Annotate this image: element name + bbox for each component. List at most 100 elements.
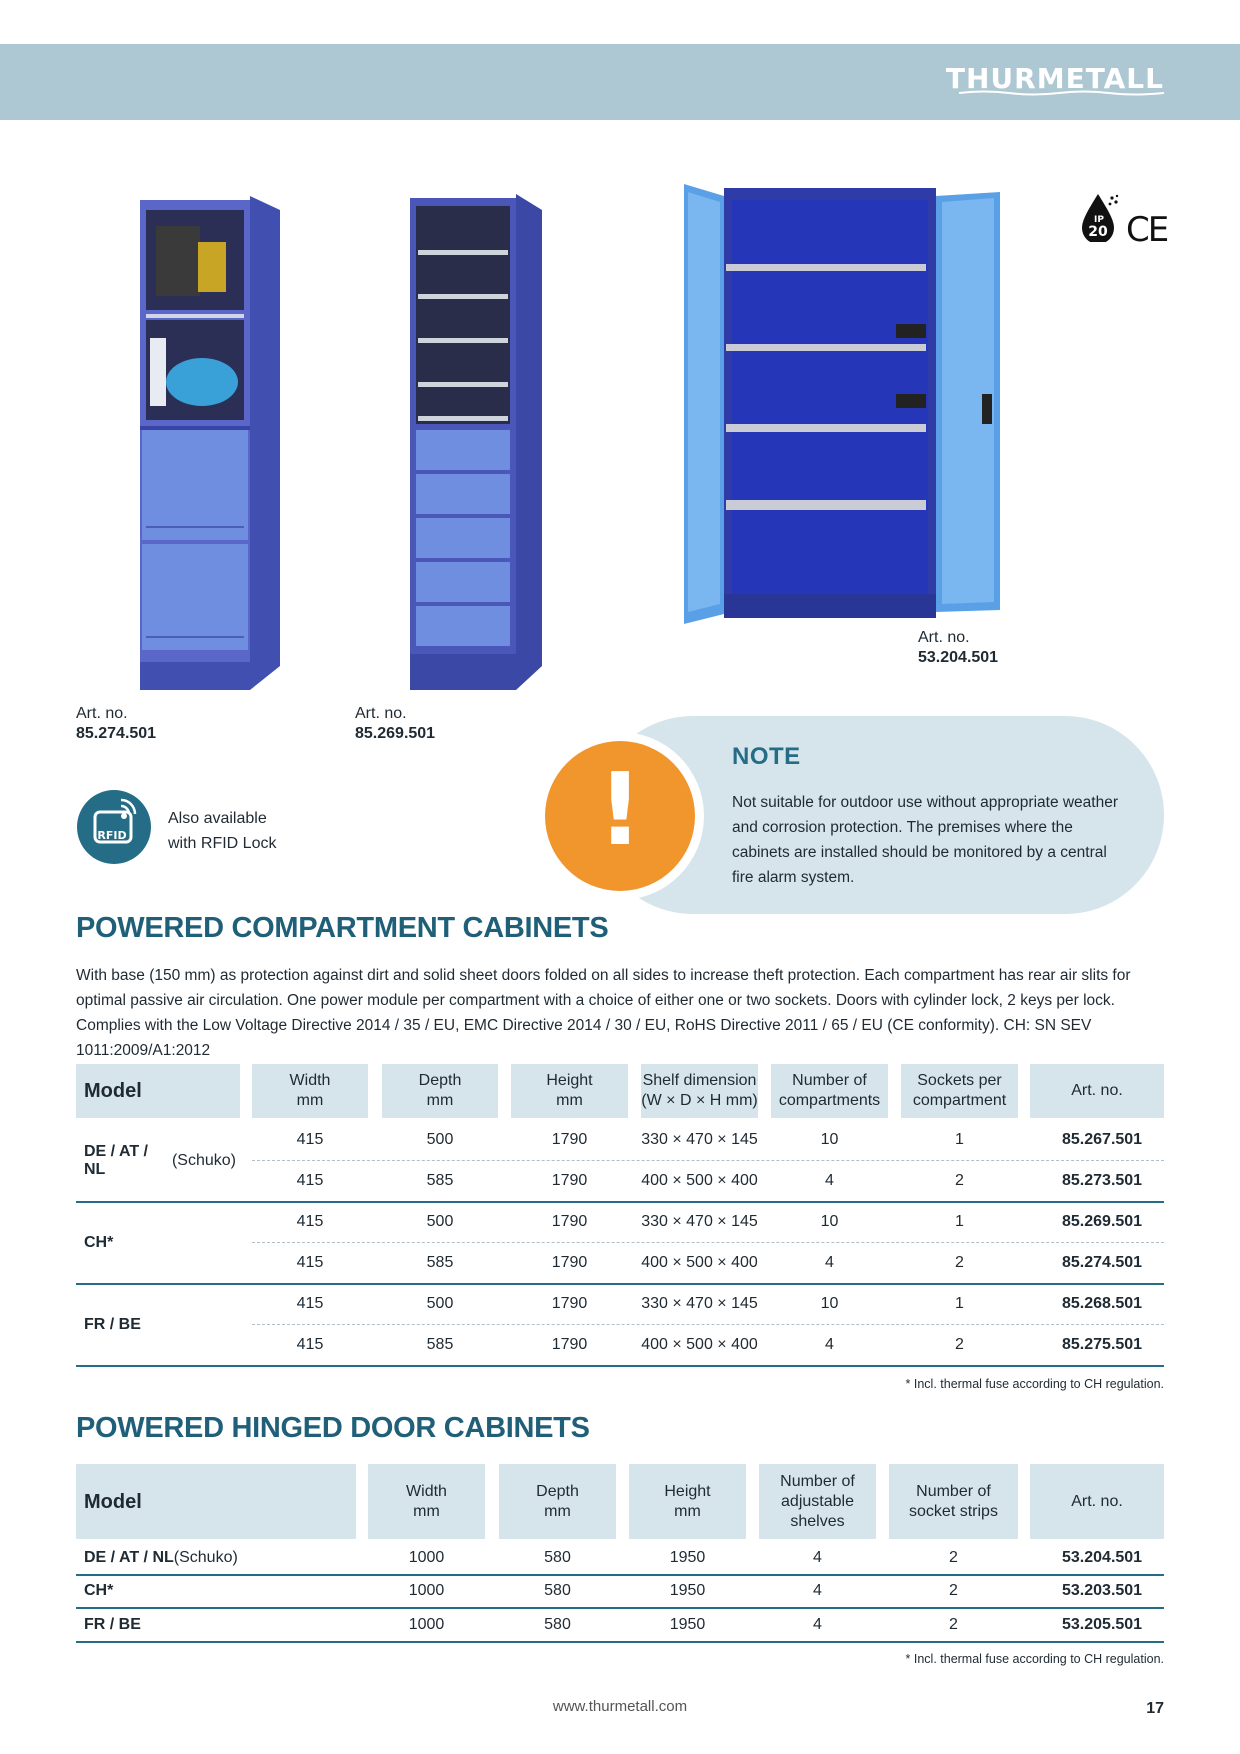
compartment-footnote: * Incl. thermal fuse according to CH reg… [905,1377,1164,1391]
hinged-cell: 4 [813,1616,822,1633]
compartment-cell: 1790 [551,1131,588,1148]
compartment-header-3: Height mm [511,1064,628,1118]
compartment-cell: 1790 [551,1254,588,1271]
note-text: Not suitable for outdoor use without app… [732,794,1119,886]
compartment-cell: 330 × 470 × 145 [641,1213,758,1230]
hinged-section-title: POWERED HINGED DOOR CABINETS [76,1412,590,1444]
hinged-header-0: Model [76,1464,356,1539]
hinged-cell: 2 [949,1582,958,1599]
compartment-header-2: Depth mm [382,1064,498,1118]
compartment-cell: 500 [426,1213,454,1230]
compartment-cell: 500 [426,1295,454,1312]
product-image-compartment-cabinet-2 [410,194,542,690]
group-divider [76,1365,1164,1367]
header-band [0,44,1240,120]
note-title: NOTE [732,743,801,770]
product-art-number-1: 85.274.501 [76,725,157,742]
hinged-cell: 1000 [408,1616,445,1633]
ip20-waterdrop-icon: IP 20 [1082,194,1119,242]
footer-website: www.thurmetall.com [552,1698,688,1715]
hinged-header-5: Number of socket strips [889,1464,1018,1539]
rfid-line-2: with RFID Lock [168,835,277,852]
compartment-description: With base (150 mm) as protection against… [76,967,1131,1059]
hinged-model-2: FR / BE [76,1610,356,1640]
compartment-cell: 400 × 500 × 400 [641,1336,758,1353]
compartment-cell: 500 [426,1131,454,1148]
compartment-cell: 10 [820,1213,839,1230]
hinged-cell: 53.205.501 [1062,1616,1143,1633]
row-divider [76,1574,1164,1576]
product-art-number-3: 53.204.501 [918,649,999,666]
row-divider [252,1242,1164,1243]
compartment-cell: 415 [296,1336,324,1353]
compartment-header-6: Sockets per compartment [901,1064,1018,1118]
hinged-cell: 1000 [408,1549,445,1566]
hinged-cell: 2 [949,1549,958,1566]
compartment-cell: 415 [296,1254,324,1271]
hinged-cell: 4 [813,1549,822,1566]
product-image-hinged-door-cabinet [684,184,1000,624]
compartment-model-0: DE / AT / NL (Schuko) [76,1121,236,1200]
row-divider [76,1641,1164,1643]
hinged-cell: 53.203.501 [1062,1582,1143,1599]
compartment-cell: 85.269.501 [1062,1213,1143,1230]
compartment-cell: 415 [296,1131,324,1148]
compartment-header-5: Number of compartments [771,1064,888,1118]
model-region: DE / AT / NL [84,1142,148,1178]
rfid-lock-icon: RFID [77,790,151,864]
compartment-cell: 415 [296,1213,324,1230]
compartment-cell: 400 × 500 × 400 [641,1254,758,1271]
compartment-cell: 415 [296,1295,324,1312]
compartment-cell: 10 [820,1295,839,1312]
compartment-cell: 330 × 470 × 145 [641,1131,758,1148]
hinged-cell: 1950 [669,1582,706,1599]
hinged-cell: 580 [544,1549,571,1566]
hinged-cell: 580 [544,1582,571,1599]
compartment-cell: 1 [955,1213,964,1230]
group-divider [76,1283,1164,1285]
hinged-header-2: Depth mm [499,1464,616,1539]
ip-rating-label: 20 [1088,224,1108,240]
compartment-cell: 4 [825,1254,834,1271]
rfid-availability-text: Also available with RFID Lock [168,806,328,856]
product-image-compartment-cabinet-1 [140,196,280,690]
compartment-cell: 415 [296,1172,324,1189]
compartment-cell: 2 [955,1254,964,1271]
compartment-cell: 1790 [551,1336,588,1353]
compartment-cell: 4 [825,1336,834,1353]
product-art-label-2: Art. no. [355,705,407,722]
hinged-cell: 1950 [669,1616,706,1633]
compartment-model-2: FR / BE [76,1285,236,1364]
compartment-header-0: Model [76,1064,240,1118]
group-divider [76,1201,1164,1203]
compartment-header-7: Art. no. [1030,1064,1164,1118]
product-art-label-3: Art. no. [918,629,970,646]
rfid-line-1: Also available [168,810,267,827]
compartment-cell: 585 [426,1336,454,1353]
row-divider [76,1607,1164,1609]
rfid-icon-label: RFID [97,829,126,842]
hinged-model-0: DE / AT / NL (Schuko) [76,1543,356,1573]
compartment-cell: 1790 [551,1172,588,1189]
warning-icon: ! [545,741,695,891]
hinged-cell: 2 [949,1616,958,1633]
compartment-cell: 4 [825,1172,834,1189]
compartment-cell: 330 × 470 × 145 [641,1295,758,1312]
compartment-cell: 585 [426,1172,454,1189]
compartment-cell: 2 [955,1172,964,1189]
page-number: 17 [1146,1700,1164,1717]
hinged-cell: 4 [813,1582,822,1599]
compartment-cell: 85.268.501 [1062,1295,1143,1312]
brand-logo-wave [959,90,1164,96]
compartment-cell: 85.267.501 [1062,1131,1143,1148]
product-art-number-2: 85.269.501 [355,725,436,742]
hinged-header-6: Art. no. [1030,1464,1164,1539]
compartment-cell: 1790 [551,1213,588,1230]
compartment-cell: 85.274.501 [1062,1254,1143,1271]
compartment-section-title: POWERED COMPARTMENT CABINETS [76,912,609,944]
row-divider [252,1160,1164,1161]
product-art-label-1: Art. no. [76,705,128,722]
hinged-header-3: Height mm [629,1464,746,1539]
hinged-cell: 1950 [669,1549,706,1566]
hinged-model-1: CH* [76,1576,356,1606]
